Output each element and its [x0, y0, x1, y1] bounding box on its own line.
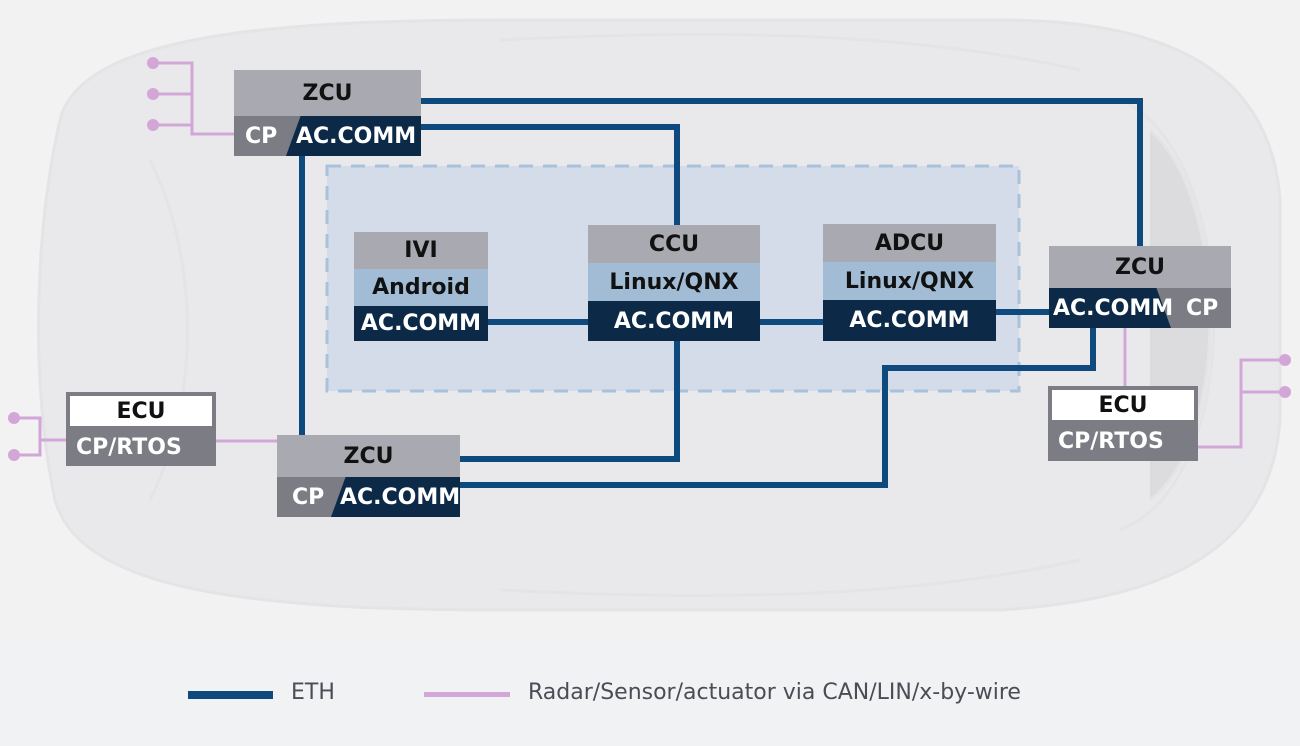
adcu-comm: AC.COMM [823, 300, 996, 341]
adcu-os: Linux/QNX [823, 262, 996, 300]
zcu-title: ZCU [277, 435, 460, 477]
ecu-left: ECU CP/RTOS [66, 392, 216, 466]
cp-label: CP [245, 123, 278, 149]
cp-label: CP [1186, 295, 1219, 321]
zcu-right: ZCU AC.COMM CP [1049, 246, 1231, 328]
legend-sensor-swatch [424, 692, 510, 697]
ecu-title: ECU [1052, 390, 1194, 420]
ac-comm-label: AC.COMM [1053, 295, 1174, 321]
ccu-os: Linux/QNX [588, 263, 760, 301]
adcu-node: ADCU Linux/QNX AC.COMM [823, 224, 996, 341]
ccu-title: CCU [588, 225, 760, 263]
zcu-title: ZCU [1049, 246, 1231, 288]
legend-eth-label: ETH [291, 680, 335, 705]
sensor-endpoints [8, 57, 1291, 461]
eth-links [299, 98, 1143, 488]
ecu-os: CP/RTOS [66, 428, 216, 466]
legend-sensor-label: Radar/Sensor/actuator via CAN/LIN/x-by-w… [528, 680, 1021, 705]
ccu-comm: AC.COMM [588, 301, 760, 341]
ivi-title: IVI [354, 232, 488, 269]
adcu-title: ADCU [823, 224, 996, 262]
zcu-title: ZCU [234, 70, 421, 116]
cp-label: CP [292, 484, 325, 510]
ivi-node: IVI Android AC.COMM [354, 232, 488, 341]
zcu-front-left: ZCU CP AC.COMM [234, 70, 421, 156]
ecu-title: ECU [70, 396, 212, 426]
zcu-rear-left: ZCU CP AC.COMM [277, 435, 460, 517]
ac-comm-label: AC.COMM [296, 123, 417, 149]
ac-comm-label: AC.COMM [340, 484, 460, 510]
ecu-right: ECU CP/RTOS [1048, 386, 1198, 461]
legend-eth-swatch [188, 691, 273, 699]
ecu-os: CP/RTOS [1048, 422, 1198, 460]
sensor-links [14, 61, 1285, 457]
ivi-os: Android [354, 269, 488, 306]
ivi-comm: AC.COMM [354, 306, 488, 341]
ccu-node: CCU Linux/QNX AC.COMM [588, 225, 760, 341]
